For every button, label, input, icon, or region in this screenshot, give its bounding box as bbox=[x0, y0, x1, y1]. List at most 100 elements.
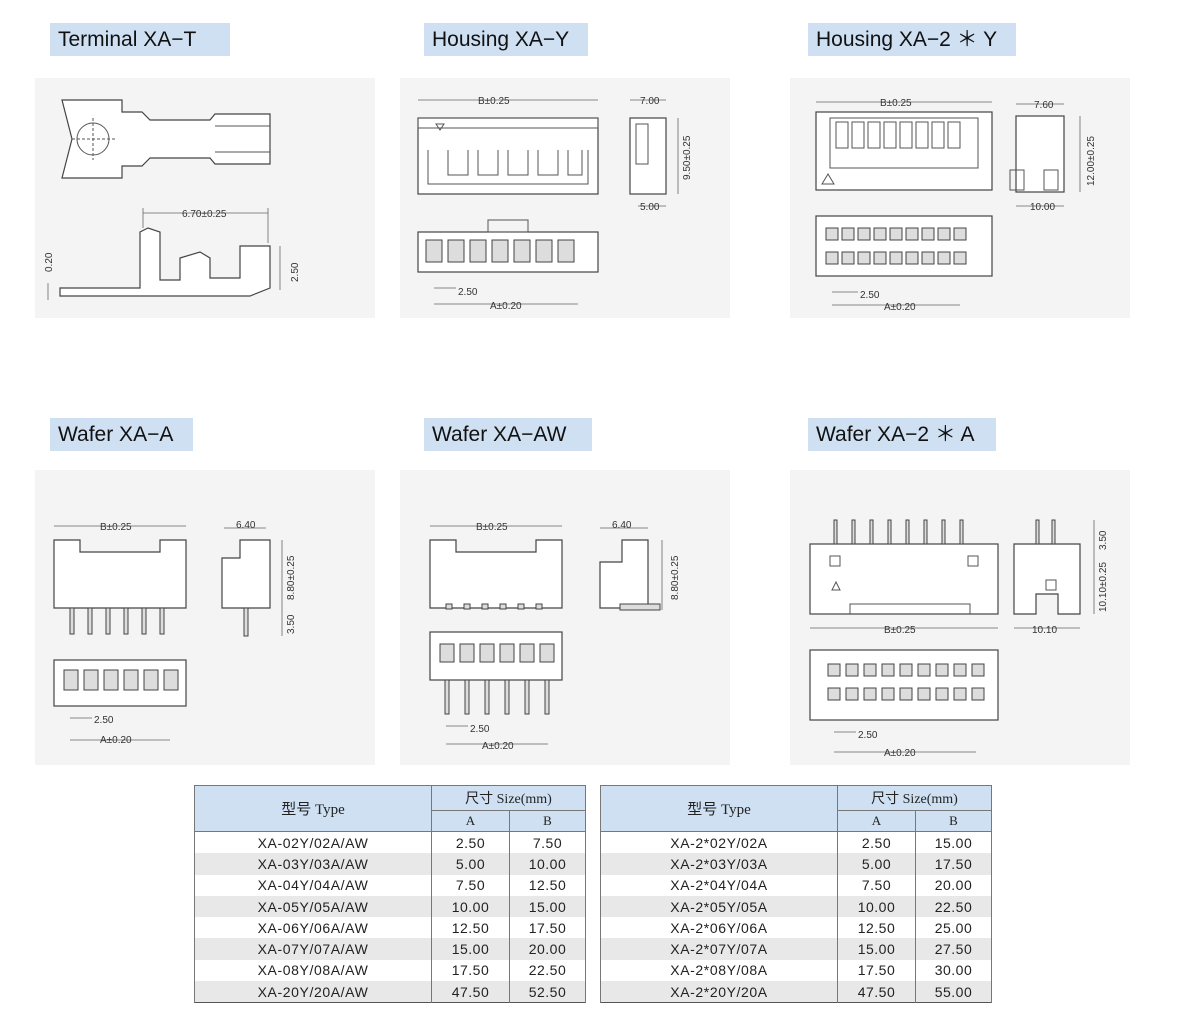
section-label-terminal: Terminal XA−T bbox=[50, 23, 230, 56]
type-cell: XA-04Y/04A/AW bbox=[194, 874, 432, 896]
type-cell: XA-2*03Y/03A bbox=[600, 853, 838, 875]
type-cell: XA-03Y/03A/AW bbox=[194, 853, 432, 875]
type-cell: XA-2*07Y/07A bbox=[600, 938, 838, 960]
type-cell: XA-20Y/20A/AW bbox=[194, 981, 432, 1003]
housing-y-h-dim: 9.50±0.25 bbox=[682, 135, 693, 180]
type-cell: XA-08Y/08A/AW bbox=[194, 959, 432, 982]
a-cell: 17.50 bbox=[837, 959, 916, 982]
type-cell: XA-2*04Y/04A bbox=[600, 874, 838, 896]
b-cell: 15.00 bbox=[915, 831, 992, 854]
type-cell: XA-05Y/05A/AW bbox=[194, 895, 432, 918]
drawing-panel-wafer-aw bbox=[400, 470, 730, 765]
b-cell: 22.50 bbox=[509, 959, 586, 982]
wafer-a-pitch-dim: 2.50 bbox=[94, 715, 114, 726]
b-cell: 52.50 bbox=[509, 981, 586, 1003]
wafer-2a-a-dim: A±0.20 bbox=[884, 748, 916, 759]
a-cell: 47.50 bbox=[431, 981, 510, 1003]
housing-2y-w-dim: 7.60 bbox=[1034, 100, 1054, 111]
b-cell: 17.50 bbox=[915, 853, 992, 875]
housing-2y-drawing: B±0.25 7.60 12.00±0.25 10.00 2.50 A±0.20 bbox=[815, 98, 1097, 313]
b-cell: 22.50 bbox=[915, 895, 992, 918]
wafer-a-w-dim: 6.40 bbox=[236, 520, 256, 531]
wafer-2a-p-dim: 3.50 bbox=[1098, 530, 1109, 550]
wafer-aw-w-dim: 6.40 bbox=[612, 520, 632, 531]
wafer-a-b-dim: B±0.25 bbox=[100, 522, 132, 533]
section-label-wafer-aw: Wafer XA−AW bbox=[424, 418, 592, 451]
type-header: 型号 Type bbox=[194, 785, 432, 832]
a-cell: 47.50 bbox=[837, 981, 916, 1003]
section-label-wafer-2a: Wafer XA−2 ＊ A bbox=[808, 418, 996, 451]
wafer-a-a-dim: A±0.20 bbox=[100, 735, 132, 746]
housing-2y-pitch-dim: 2.50 bbox=[860, 290, 880, 301]
a-cell: 5.00 bbox=[431, 853, 510, 875]
housing-2y-d-dim: 10.00 bbox=[1030, 202, 1055, 213]
b-cell: 20.00 bbox=[509, 938, 586, 960]
type-cell: XA-2*08Y/08A bbox=[600, 959, 838, 982]
a-cell: 7.50 bbox=[431, 874, 510, 896]
housing-2y-a-dim: A±0.20 bbox=[884, 302, 916, 313]
col-a-header: A bbox=[431, 810, 510, 832]
wafer-aw-h-dim: 8.80±0.25 bbox=[670, 555, 681, 600]
terminal-drawing: 6.70±0.25 0.20 2.50 bbox=[44, 99, 301, 300]
a-cell: 2.50 bbox=[837, 831, 916, 854]
a-cell: 5.00 bbox=[837, 853, 916, 875]
wafer-2a-pitch-dim: 2.50 bbox=[858, 730, 878, 741]
a-cell: 15.00 bbox=[431, 938, 510, 960]
wafer-a-drawing: B±0.25 6.40 8.80±0.25 3.50 2.50 A±0.20 bbox=[53, 520, 297, 746]
a-cell: 10.00 bbox=[837, 895, 916, 918]
a-cell: 7.50 bbox=[837, 874, 916, 896]
housing-y-drawing: B±0.25 7.00 9.50±0.25 5.00 2.50 A±0.20 bbox=[417, 96, 693, 312]
technical-drawings: 6.70±0.25 0.20 2.50 B±0.25 7.00 9.50±0.2… bbox=[44, 96, 1109, 759]
b-cell: 30.00 bbox=[915, 959, 992, 982]
type-cell: XA-06Y/06A/AW bbox=[194, 917, 432, 939]
housing-y-d-dim: 5.00 bbox=[640, 202, 660, 213]
b-cell: 15.00 bbox=[509, 895, 586, 918]
type-cell: XA-2*02Y/02A bbox=[600, 831, 838, 854]
wafer-aw-a-dim: A±0.20 bbox=[482, 741, 514, 752]
housing-2y-b-dim: B±0.25 bbox=[880, 98, 912, 109]
b-cell: 20.00 bbox=[915, 874, 992, 896]
section-label-housing-2y: Housing XA−2 ＊ Y bbox=[808, 23, 1016, 56]
housing-y-pitch-dim: 2.50 bbox=[458, 287, 478, 298]
type-cell: XA-2*06Y/06A bbox=[600, 917, 838, 939]
size-header: 尺寸 Size(mm) bbox=[431, 785, 586, 811]
housing-y-a-dim: A±0.20 bbox=[490, 301, 522, 312]
type-cell: XA-07Y/07A/AW bbox=[194, 938, 432, 960]
type-cell: XA-02Y/02A/AW bbox=[194, 831, 432, 854]
type-cell: XA-2*05Y/05A bbox=[600, 895, 838, 918]
a-cell: 10.00 bbox=[431, 895, 510, 918]
a-cell: 12.50 bbox=[837, 917, 916, 939]
col-a-header: A bbox=[837, 810, 916, 832]
b-cell: 27.50 bbox=[915, 938, 992, 960]
size-header: 尺寸 Size(mm) bbox=[837, 785, 992, 811]
wafer-aw-pitch-dim: 2.50 bbox=[470, 724, 490, 735]
type-cell: XA-2*20Y/20A bbox=[600, 981, 838, 1003]
a-cell: 2.50 bbox=[431, 831, 510, 854]
b-cell: 17.50 bbox=[509, 917, 586, 939]
b-cell: 12.50 bbox=[509, 874, 586, 896]
section-label-wafer-a: Wafer XA−A bbox=[50, 418, 193, 451]
wafer-aw-b-dim: B±0.25 bbox=[476, 522, 508, 533]
housing-y-b-dim: B±0.25 bbox=[478, 96, 510, 107]
terminal-length-dim: 6.70±0.25 bbox=[182, 209, 227, 220]
col-b-header: B bbox=[509, 810, 586, 832]
b-cell: 55.00 bbox=[915, 981, 992, 1003]
col-b-header: B bbox=[915, 810, 992, 832]
terminal-thickness-dim: 0.20 bbox=[44, 252, 55, 272]
a-cell: 12.50 bbox=[431, 917, 510, 939]
housing-2y-h-dim: 12.00±0.25 bbox=[1086, 136, 1097, 186]
section-label-housing-y: Housing XA−Y bbox=[424, 23, 588, 56]
wafer-a-p-dim: 3.50 bbox=[286, 614, 297, 634]
